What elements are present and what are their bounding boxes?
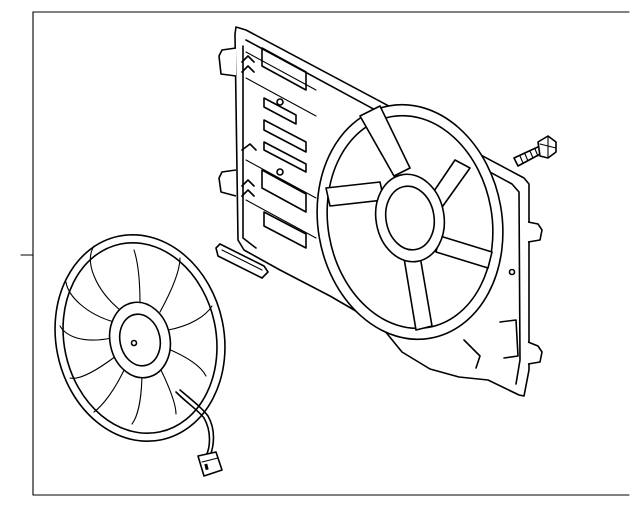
mounting-bolt[interactable] [513,135,557,167]
diagram-frame [20,11,630,496]
fan-shroud[interactable] [218,26,543,397]
foam-seal[interactable] [215,243,269,279]
fan-blade-motor[interactable] [36,219,244,477]
